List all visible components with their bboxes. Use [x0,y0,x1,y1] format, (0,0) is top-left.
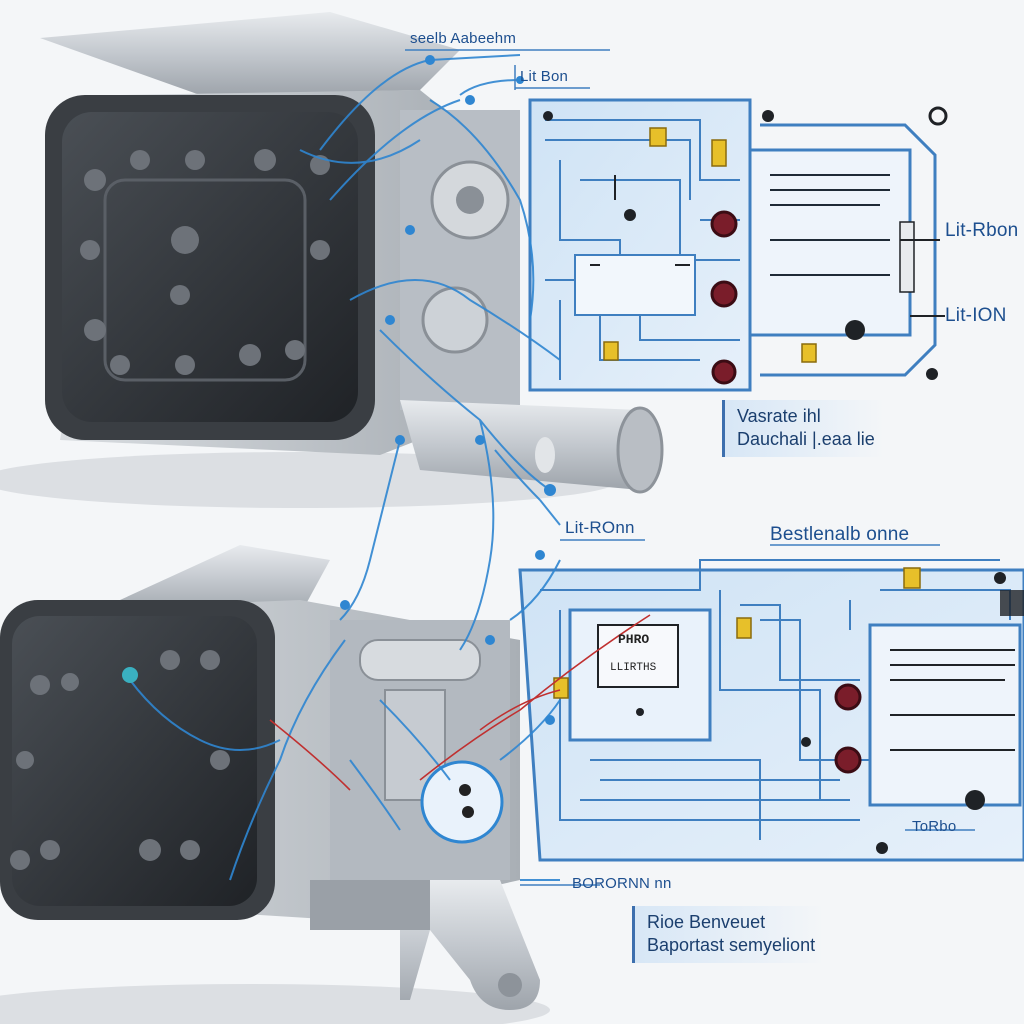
label-top-mini: Lit Bon [520,68,569,85]
lower-pipe [359,639,481,681]
upper-side-connector [899,221,915,293]
upper-cylinder-end [616,406,664,494]
label-right-a: Lit-Rbon [945,220,1019,241]
lower-bracket-hole [498,973,522,997]
lower-side-connector [1000,590,1024,616]
lower-mount [310,880,430,930]
lower-screen-dots [10,650,230,870]
lower-board [518,559,1024,862]
label-lower-left: BORORNN nn [572,875,672,892]
upper-cylinder [400,400,650,490]
chip-title: PHRO [618,632,650,647]
lower-module-lines [890,649,1015,751]
lower-yellow-parts [553,567,921,699]
callout-upper-line1: Vasrate ihl [737,406,821,426]
upper-screen-dots [80,149,330,375]
lower-capacitors [834,683,862,774]
upper-board [528,98,948,392]
leader-lines [405,49,975,886]
red-wires [269,614,651,791]
upper-capacitors [710,210,738,385]
label-lower-right: ToRbo [912,818,957,835]
upper-gear-2 [421,286,489,354]
lower-device [0,545,540,1010]
upper-screen [62,112,358,422]
callout-upper-line2: Dauchali |.eaa lie [737,429,875,449]
lower-chip [597,624,679,688]
wire-nodes [122,55,556,725]
lower-highlight-circle [420,760,504,844]
upper-mechanism [400,110,520,410]
callout-lower: Rioe Benveuet Baportast semyeliont [632,906,826,963]
upper-board-module [748,148,912,337]
upper-board-frame [760,123,937,377]
upper-yellow-parts [603,127,817,363]
upper-board-small-parts [590,175,690,266]
callout-upper: Vasrate ihl Dauchali |.eaa lie [722,400,885,457]
upper-visor [40,12,460,95]
wiring-harness [129,54,561,881]
label-mid-right: Bestlenalb onne [770,524,910,545]
lower-visor [120,545,330,615]
upper-connectors [543,106,948,380]
upper-gear-hub [456,186,484,214]
upper-device [40,12,664,494]
chip-subtitle: LLIRTHS [610,662,657,674]
upper-cylinder-port [535,437,555,473]
label-right-b: Lit-ION [945,305,1007,326]
callout-lower-line2: Baportast semyeliont [647,935,816,955]
shadow-lower [0,984,550,1024]
upper-screen-frame [103,178,307,382]
label-mid-left: Lit-ROnn [565,518,635,537]
callout-lower-line1: Rioe Benveuet [647,912,766,932]
upper-module-lines [770,174,890,276]
label-top-title: seelb Aabeehm [410,30,517,47]
lower-connectors [636,572,1006,854]
